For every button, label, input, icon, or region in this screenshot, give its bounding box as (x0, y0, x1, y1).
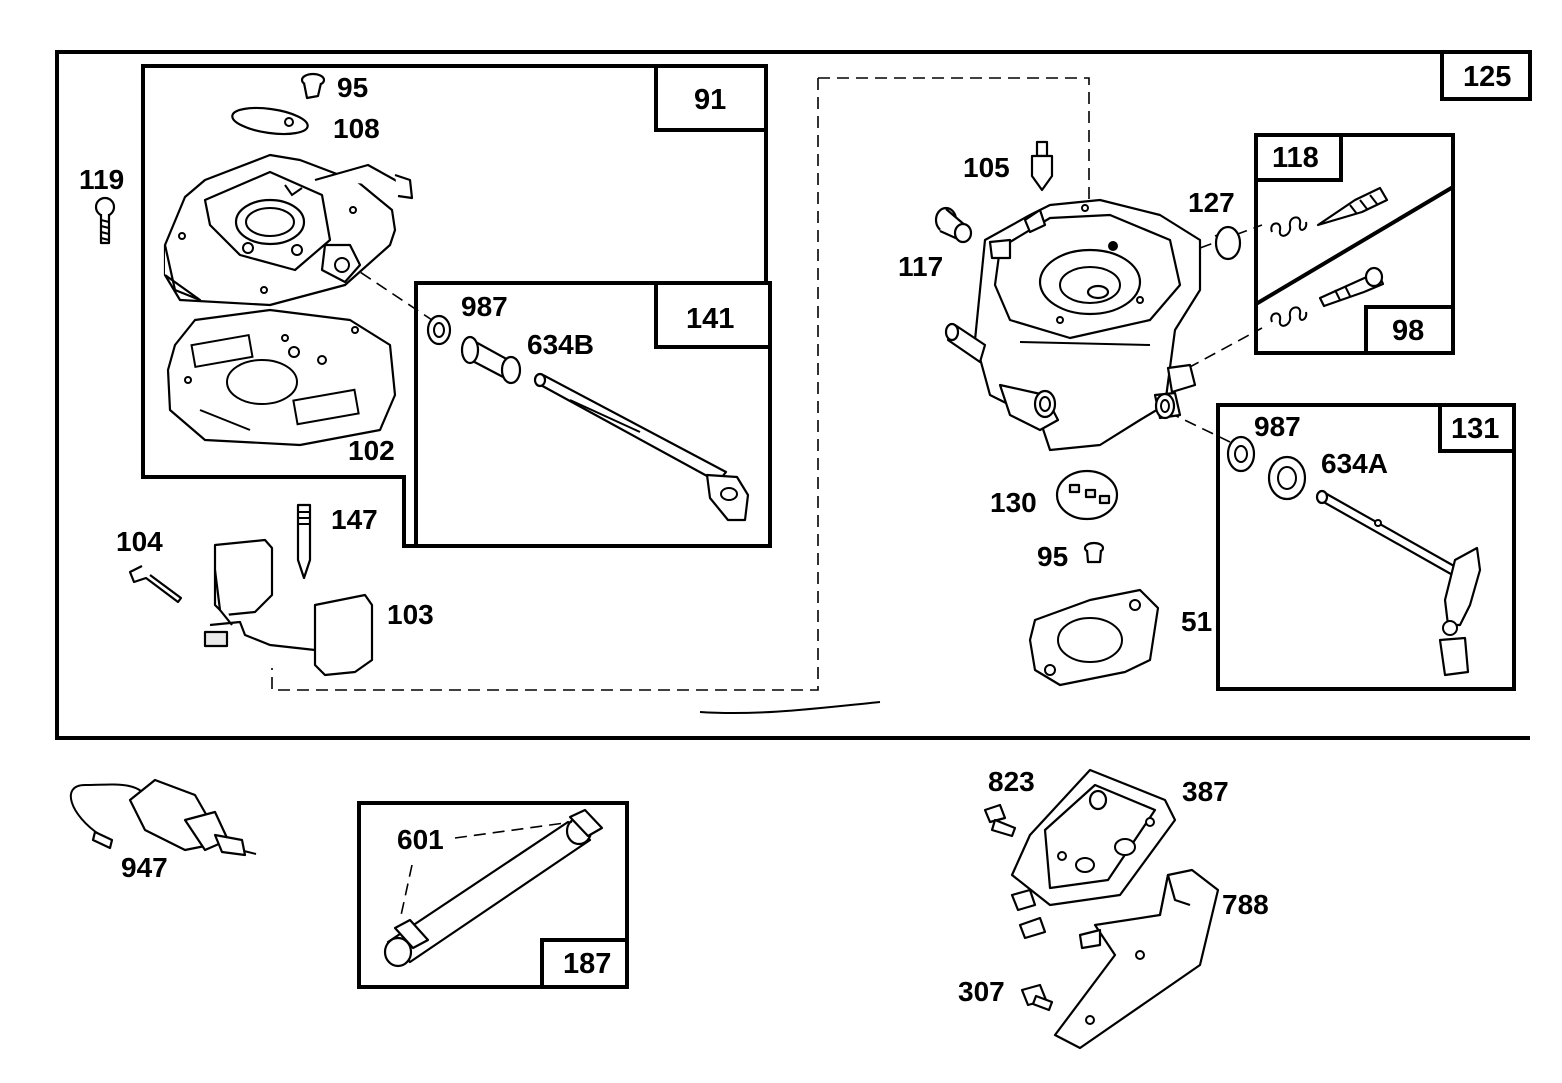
carb-body-125-icon (944, 198, 1202, 452)
part-label-95-bottom: 95 (1037, 541, 1068, 572)
seal-987-right-icon (1226, 435, 1256, 473)
part-label-95-top: 95 (337, 72, 368, 103)
part-label-108: 108 (333, 113, 380, 144)
valve-105-icon (1030, 140, 1054, 192)
part-label-127: 127 (1188, 187, 1235, 218)
part-label-104: 104 (116, 526, 163, 557)
box-label-141: 141 (686, 303, 734, 335)
plate-108-icon (231, 106, 309, 136)
part-label-103: 103 (387, 599, 434, 630)
part-label-51: 51 (1181, 606, 1212, 637)
choke-shaft-131-icon (1315, 489, 1482, 677)
part-label-117: 117 (898, 251, 943, 282)
part-label-634b: 634B (527, 329, 594, 360)
part-label-601: 601 (397, 824, 444, 855)
bushing-634b-icon (460, 335, 522, 385)
throttle-shaft-141-icon (533, 372, 750, 522)
plug-117-icon (934, 206, 973, 244)
clamp-601-icons (393, 808, 604, 950)
screw-823-icon (983, 803, 1017, 838)
float-103-icon (203, 538, 374, 677)
part-label-634a: 634A (1321, 448, 1388, 479)
part-label-147: 147 (331, 504, 378, 535)
screw-98-icon (1270, 266, 1385, 327)
box-131-frame (1216, 403, 1516, 691)
gasket-102-icon (166, 308, 397, 447)
part-label-119: 119 (79, 164, 124, 195)
part-label-788: 788 (1222, 889, 1269, 920)
box-label-91: 91 (694, 84, 726, 116)
part-label-102: 102 (348, 435, 395, 466)
needle-118-icon (1270, 186, 1389, 237)
screw-307-icon (1020, 983, 1054, 1012)
assembly-dashed-outline (271, 77, 1090, 691)
screw-119-icon (94, 196, 116, 245)
pin-104-icon (128, 565, 183, 604)
part-label-307: 307 (958, 976, 1005, 1007)
box-label-125: 125 (1463, 61, 1511, 93)
disc-127-icon (1214, 225, 1242, 261)
part-label-947: 947 (121, 852, 168, 883)
clamp-leaders (399, 821, 573, 921)
seal-987-left-icon (426, 314, 452, 346)
part-label-987-left: 987 (461, 291, 508, 322)
box-141-frame (414, 281, 772, 548)
part-label-130: 130 (990, 487, 1037, 518)
box-91-frame (141, 64, 768, 548)
box-label-98: 98 (1392, 315, 1424, 347)
screw-95-bottom-icon (1083, 541, 1105, 564)
box-125 (1440, 50, 1532, 101)
disc-130-icon (1055, 469, 1119, 521)
box-118-98-frame (1254, 133, 1455, 355)
main-frame (55, 50, 1532, 740)
part-label-387: 387 (1182, 776, 1229, 807)
box-label-187: 187 (563, 948, 611, 980)
solenoid-947-icon (69, 778, 257, 857)
screw-95-top-icon (300, 72, 326, 100)
part-label-823: 823 (988, 766, 1035, 797)
fuel-pump-387-icon (1010, 768, 1177, 940)
stray-mark (699, 701, 881, 715)
part-label-105: 105 (963, 152, 1010, 183)
part-label-987-right: 987 (1254, 411, 1301, 442)
box-label-131: 131 (1451, 413, 1499, 445)
bushing-634a-icon (1267, 455, 1307, 501)
carb-top-housing-91-icon (163, 153, 414, 307)
needle-147-icon (296, 503, 312, 580)
bracket-788-icon (1053, 868, 1220, 1050)
gasket-51-icon (1028, 588, 1160, 687)
box-label-118: 118 (1272, 142, 1319, 174)
box-187-frame (357, 801, 629, 989)
